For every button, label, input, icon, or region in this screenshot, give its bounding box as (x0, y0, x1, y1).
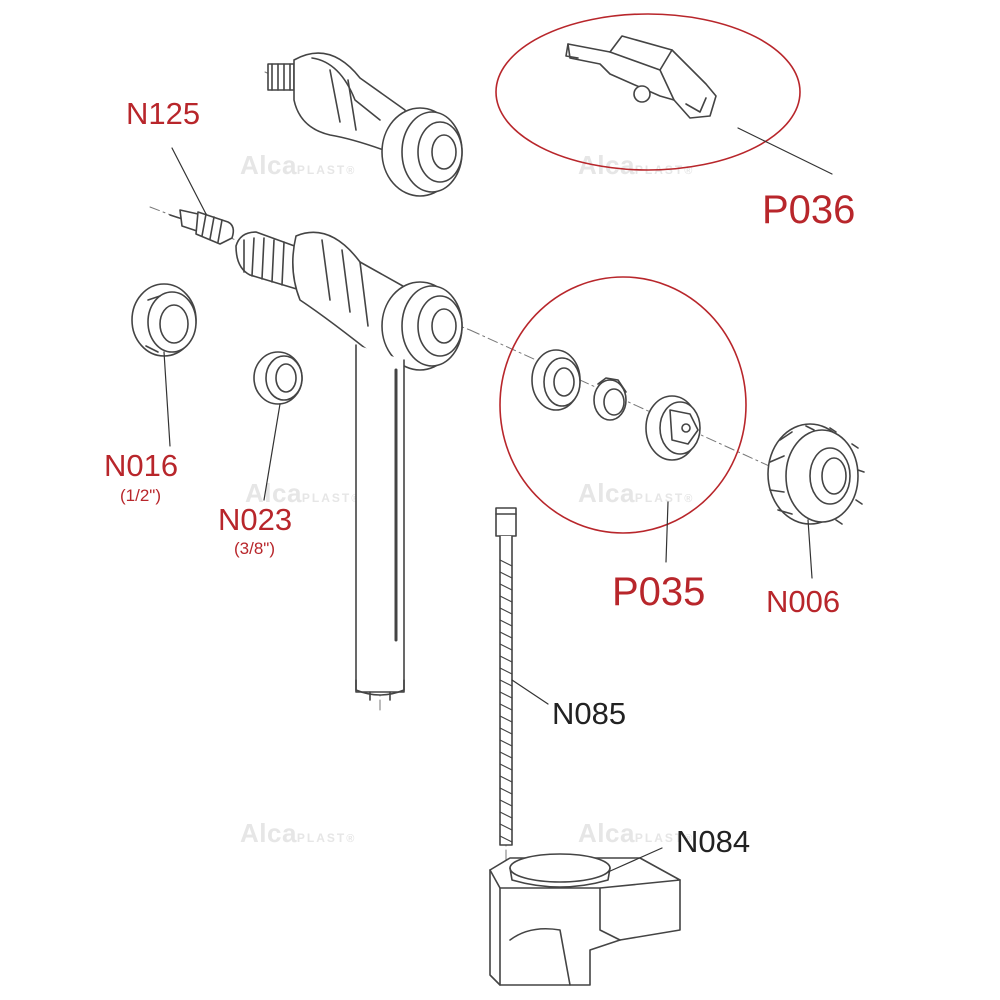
n125-pin (169, 209, 235, 245)
watermark-logo: AlcaPLAST® (578, 150, 693, 180)
label-n006: N006 (766, 584, 841, 619)
leader-lines (163, 127, 833, 873)
label-p035: P035 (612, 570, 706, 614)
lower-valve-body (235, 231, 463, 701)
label-n023-size: (3/8") (234, 539, 275, 558)
watermark-logo: AlcaPLAST® (578, 818, 693, 848)
n023-ring (253, 351, 303, 405)
p035-parts (531, 349, 701, 461)
label-n016: N016 (104, 448, 179, 483)
label-p036: P036 (762, 188, 856, 232)
label-n085: N085 (552, 696, 627, 731)
p035-group-ellipse (499, 276, 747, 534)
n006-nut (767, 423, 865, 525)
n084-float (489, 853, 681, 986)
label-n016-size: (1/2") (120, 486, 161, 505)
label-n023: N023 (218, 502, 293, 537)
p036-group-ellipse (495, 13, 801, 171)
p036-clip (565, 35, 717, 119)
watermark-logo: AlcaPLAST® (240, 818, 355, 848)
label-n125: N125 (126, 96, 201, 131)
watermark-logo: AlcaPLAST® (578, 478, 693, 508)
upper-valve-body (267, 52, 463, 197)
n016-ring (131, 283, 197, 357)
n085-rod (495, 507, 517, 846)
label-n084: N084 (676, 824, 751, 859)
watermark-logo: AlcaPLAST® (240, 150, 355, 180)
